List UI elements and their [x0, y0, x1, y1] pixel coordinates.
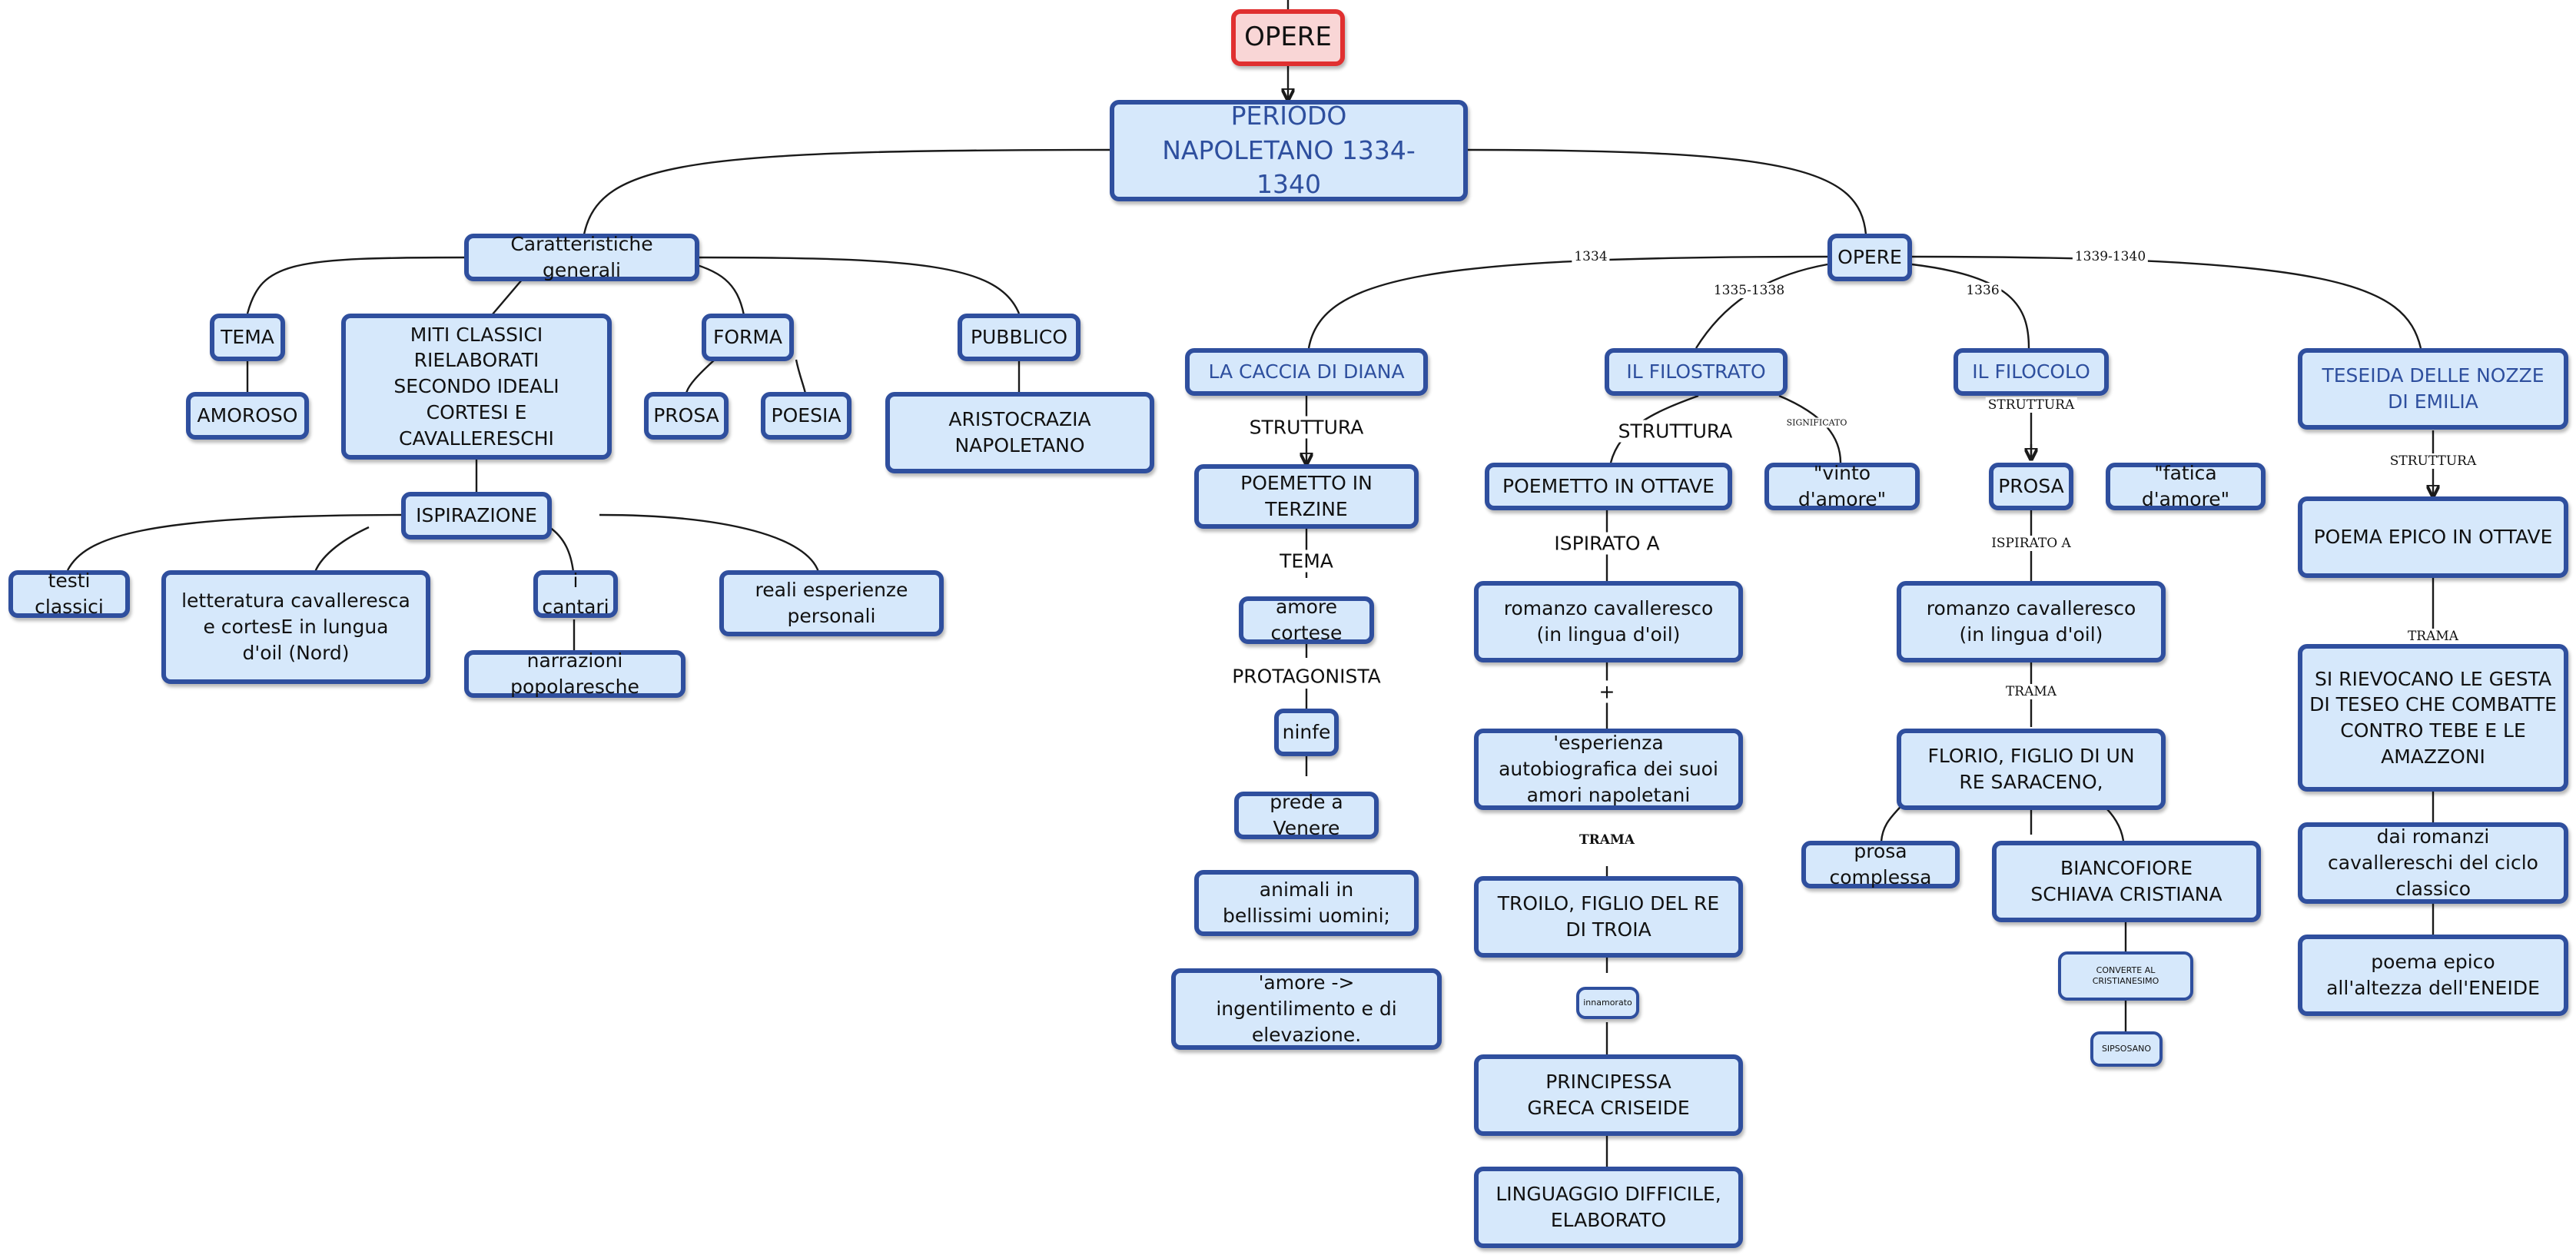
narrazioni-popolaresche-node[interactable]: narrazioni popolaresche: [464, 649, 685, 698]
opere-root-node[interactable]: OPERE: [1231, 9, 1345, 66]
reali-esperienze-node[interactable]: reali esperienze personali: [719, 570, 944, 636]
linguaggio-difficile-node[interactable]: LINGUAGGIO DIFFICILE, ELABORATO: [1474, 1167, 1743, 1248]
filocolo-ispirato-label: ISPIRATO A: [1989, 536, 2073, 551]
caccia-protagonista-label: PROTAGONISTA: [1230, 665, 1383, 688]
filostrato-trama-label: TRAMA: [1577, 832, 1637, 848]
filostrato-significato-label: SIGNIFICATO: [1784, 417, 1850, 428]
edge-label-1336: 1336: [1964, 283, 2002, 298]
forma-node[interactable]: FORMA: [702, 314, 794, 361]
troilo-node[interactable]: TROILO, FIGLIO DEL RE DI TROIA: [1474, 876, 1743, 958]
dai-romanzi-node[interactable]: dai romanzi cavallereschi del ciclo clas…: [2298, 822, 2568, 904]
filostrato-struttura-label: STRUTTURA: [1615, 420, 1735, 443]
filocolo-trama-label: TRAMA: [2003, 684, 2060, 699]
romanzo-cavalleresco-1-node[interactable]: romanzo cavalleresco (in lingua d'oil): [1474, 581, 1743, 662]
testi-classici-node[interactable]: testi classici: [8, 569, 130, 618]
poema-epico-eneide-node[interactable]: poema epico all'altezza dell'ENEIDE: [2298, 935, 2568, 1016]
prosa-complessa-node[interactable]: prosa complessa: [1801, 840, 1960, 888]
il-filocolo-node[interactable]: IL FILOCOLO: [1954, 348, 2109, 396]
filocolo-struttura-label: STRUTTURA: [1985, 397, 2077, 413]
prosa-filocolo-node[interactable]: PROSA: [1989, 463, 2073, 510]
florio-node[interactable]: FLORIO, FIGLIO DI UN RE SARACENO,: [1897, 729, 2166, 810]
biancofiore-node[interactable]: BIANCOFIORE SCHIAVA CRISTIANA: [1992, 841, 2261, 922]
i-cantari-node[interactable]: i cantari: [533, 569, 618, 618]
pubblico-node[interactable]: PUBBLICO: [958, 314, 1081, 361]
aristocrazia-node[interactable]: ARISTOCRAZIA NAPOLETANO: [885, 392, 1154, 473]
letteratura-cavalleresca-node[interactable]: letteratura cavalleresca e cortesE in lu…: [161, 570, 430, 684]
innamorato-node[interactable]: innamorato: [1576, 987, 1639, 1019]
prosa-forma-node[interactable]: PROSA: [644, 392, 729, 440]
il-filostrato-node[interactable]: IL FILOSTRATO: [1605, 348, 1788, 396]
poema-epico-ottave-node[interactable]: POEMA EPICO IN OTTAVE: [2298, 496, 2568, 578]
poemetto-terzine-node[interactable]: POEMETTO IN TERZINE: [1194, 464, 1419, 529]
amore-ingentilimento-node[interactable]: 'amore -> ingentilimento e di elevazione…: [1171, 968, 1442, 1050]
principessa-greca-node[interactable]: PRINCIPESSA GRECA CRISEIDE: [1474, 1054, 1743, 1136]
esperienza-autobiografica-node[interactable]: 'esperienza autobiografica dei suoi amor…: [1474, 729, 1743, 810]
caccia-tema-label: TEMA: [1277, 549, 1336, 573]
caccia-struttura-label: STRUTTURA: [1247, 416, 1366, 439]
teseida-struttura-label: STRUTTURA: [2387, 453, 2479, 469]
poemetto-ottave-node[interactable]: POEMETTO IN OTTAVE: [1485, 463, 1732, 510]
vinto-amore-node[interactable]: "vinto d'amore": [1764, 462, 1920, 510]
edge-label-1339-1340: 1339-1340: [2072, 249, 2149, 264]
sipsosano-node[interactable]: SIPSOSANO: [2090, 1031, 2163, 1067]
miti-classici-node[interactable]: MITI CLASSICI RIELABORATI SECONDO IDEALI…: [341, 314, 612, 460]
converte-node[interactable]: CONVERTE AL CRISTIANESIMO: [2058, 951, 2193, 1001]
filostrato-plus-label: +: [1596, 680, 1618, 703]
animali-uomini-node[interactable]: animali in bellissimi uomini;: [1194, 870, 1419, 936]
romanzo-cavalleresco-2-node[interactable]: romanzo cavalleresco (in lingua d'oil): [1897, 581, 2166, 662]
ninfe-node[interactable]: ninfe: [1274, 709, 1339, 756]
teseida-trama-label: TRAMA: [2405, 629, 2461, 644]
amore-cortese-node[interactable]: amore cortese: [1239, 596, 1374, 644]
periodo-napoletano-node[interactable]: PERIODO NAPOLETANO 1334-1340: [1110, 100, 1468, 201]
caccia-di-diana-node[interactable]: LA CACCIA DI DIANA: [1185, 348, 1428, 396]
tema-node[interactable]: TEMA: [210, 314, 285, 361]
fatica-amore-node[interactable]: "fatica d'amore": [2106, 462, 2266, 510]
edge-label-1335-1338: 1335-1338: [1711, 283, 1788, 298]
amoroso-node[interactable]: AMOROSO: [186, 392, 309, 440]
poesia-node[interactable]: POESIA: [761, 392, 851, 440]
caratteristiche-generali-node[interactable]: Caratteristiche generali: [464, 233, 699, 281]
filostrato-ispirato-label: ISPIRATO A: [1552, 532, 1662, 555]
teseida-node[interactable]: TESEIDA DELLE NOZZE DI EMILIA: [2298, 348, 2568, 430]
edge-label-1334: 1334: [1572, 249, 1610, 264]
opere-node[interactable]: OPERE: [1827, 234, 1912, 281]
prede-venere-node[interactable]: prede a Venere: [1234, 791, 1379, 839]
ispirazione-node[interactable]: ISPIRAZIONE: [401, 492, 552, 540]
si-rievocano-node[interactable]: SI RIEVOCANO LE GESTA DI TESEO CHE COMBA…: [2298, 644, 2568, 792]
